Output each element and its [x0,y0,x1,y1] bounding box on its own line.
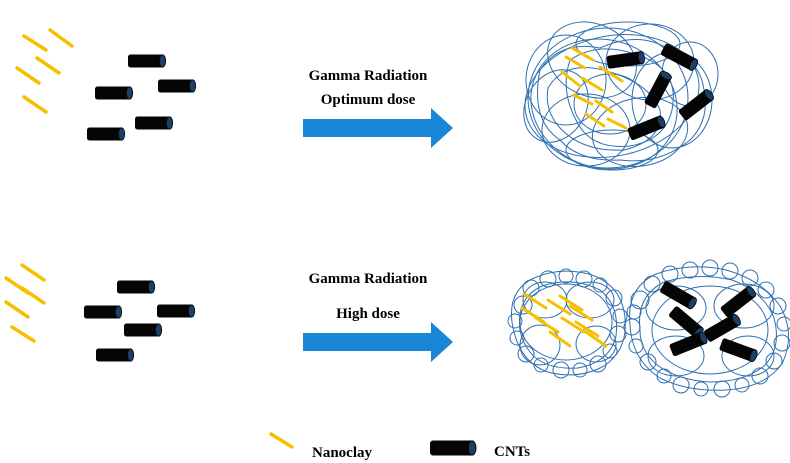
nanoclay-platelet [522,292,548,310]
nanoclay-platelet [48,28,74,48]
nanoclay-platelet [558,294,584,312]
nanoclay-platelet [10,325,36,343]
row2-arrow-label-line2: High dose [336,306,400,322]
nanoclay-platelet [560,70,582,88]
cnt-tube [86,127,126,141]
row1-nanoclay-group [15,28,74,114]
cnt-tube [95,348,135,362]
cnt-tube [605,50,646,70]
row1-cnt-group [86,54,197,141]
nanoclay-platelet [584,112,606,128]
cnt-tube [157,79,197,93]
nanoclay-platelet [22,34,48,52]
row2-clay-agglomerate-network [507,268,628,379]
nanoclay-platelet [598,65,624,83]
cnt-tube [127,54,167,68]
row1-polymer-network [523,21,719,171]
legend: Nanoclay CNTs [269,432,530,461]
nanoclay-platelet [20,286,46,305]
nanoclay-platelet [4,300,30,319]
cnt-tube [116,280,156,294]
nanoclay-platelet [584,330,608,348]
row2-cnt-agglomerate [658,279,760,364]
row2-arrow-label-line1: Gamma Radiation [309,271,428,287]
nanoclay-platelet [20,263,46,282]
row2-arrow [303,322,453,362]
cnt-tube [94,86,134,100]
nanoclay-platelet [35,56,61,75]
nanoclay-platelet [574,320,600,338]
row1-arrow [303,108,453,148]
nanoclay-platelet [534,316,560,334]
cnt-tube [658,279,699,311]
nanoclay-platelet [572,93,594,106]
cnt-tube [134,116,174,130]
nanoclay-platelet [606,117,628,130]
cnt-legend-label: CNTs [494,444,530,460]
nanoclay-legend-icon [269,432,294,449]
nanoclay-platelet [548,330,572,348]
nanoclay-platelet [22,95,48,114]
nanoclay-legend-label: Nanoclay [312,445,373,461]
nanoclay-platelet [594,99,614,114]
nanoclay-platelet [568,304,594,322]
cnt-tube [83,305,123,319]
row2-nanoclay-group [4,263,46,343]
row1-arrow-label-line2: Optimum dose [321,92,416,108]
nanoclay-platelet [580,76,604,92]
cnt-tube [718,337,760,364]
cnt-tube [668,330,710,358]
row2-cnt-group [83,280,196,362]
row2-clay-agglomerate [520,292,608,348]
row1-dispersed-nanoclay [560,46,628,130]
cnt-tube [643,69,674,110]
row2-cnt-agglomerate-network [623,259,790,398]
nanoclay-platelet [570,46,595,62]
nanoclay-platelet [564,55,587,70]
cnt-tube [156,304,196,318]
row1-arrow-label-line1: Gamma Radiation [309,68,428,84]
cnt-tube [719,284,758,319]
nanoclay-platelet [560,316,586,334]
nanoclay-platelet [15,66,41,85]
cnt-legend-icon [429,440,477,456]
nanoclay-platelet [546,298,572,316]
cnt-tube [123,323,163,337]
